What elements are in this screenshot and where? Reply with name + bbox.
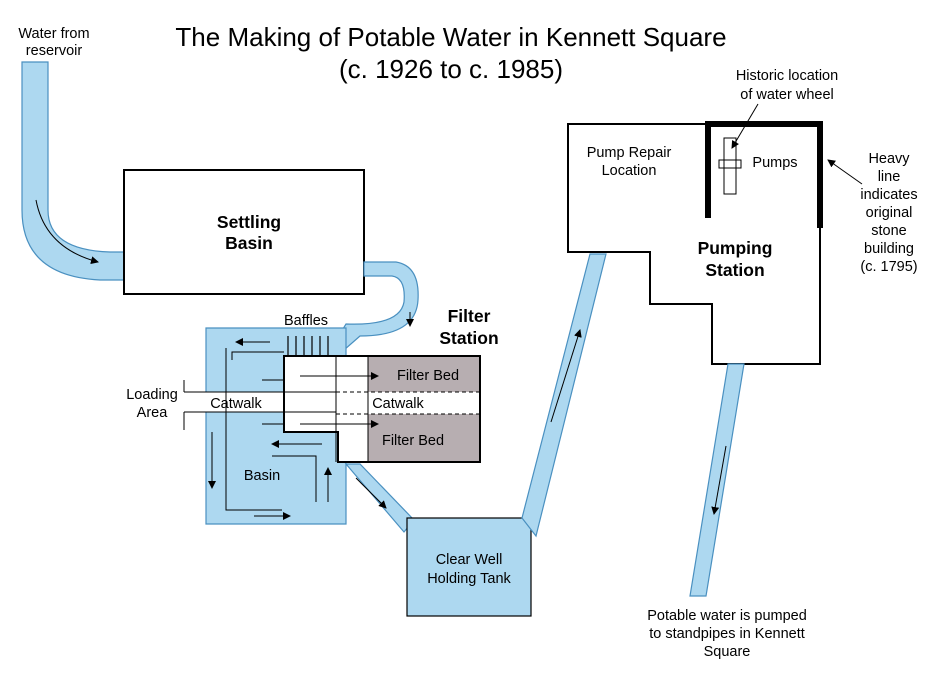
settling-basin-label-2: Basin <box>225 233 273 253</box>
settling-basin-label-1: Settling <box>217 212 281 232</box>
clear-well-tank <box>406 517 532 617</box>
potable-note-3: Square <box>704 644 751 660</box>
inlet-pipe <box>21 61 125 281</box>
heavy-line-note-2: line <box>878 169 901 185</box>
pump-repair-label-1: Pump Repair <box>587 145 672 161</box>
heavy-line-note-6: building <box>864 241 914 257</box>
pump-repair-label-2: Location <box>602 163 657 179</box>
pumping-station-label-2: Station <box>705 260 764 280</box>
filter-to-clearwell-pipe <box>344 463 415 533</box>
historic-location-label-1: Historic location <box>736 68 838 84</box>
loading-area-label-2: Area <box>137 405 169 421</box>
potable-note-1: Potable water is pumped <box>647 608 807 624</box>
baffles-label: Baffles <box>284 313 328 329</box>
diagram-title: The Making of Potable Water in Kennett S… <box>175 22 726 52</box>
heavy-line-pointer <box>827 159 863 185</box>
filter-bed-bottom <box>368 414 479 461</box>
clear-well-label-2: Holding Tank <box>427 571 511 587</box>
clear-well-label-1: Clear Well <box>436 552 503 568</box>
filter-station-label-1: Filter <box>448 306 491 326</box>
loading-area-label-1: Loading <box>126 387 178 403</box>
inlet-flow-arrow <box>35 199 99 265</box>
filter-bed-top-label: Filter Bed <box>397 368 459 384</box>
catwalk-right-label: Catwalk <box>372 396 424 412</box>
heavy-line-note-7: (c. 1795) <box>860 259 917 275</box>
filter-bed-bottom-label: Filter Bed <box>382 433 444 449</box>
catwalk-left-label: Catwalk <box>210 396 262 412</box>
water-from-label: Water from <box>18 26 89 42</box>
heavy-line-note-5: stone <box>871 223 906 239</box>
reservoir-label: reservoir <box>26 43 83 59</box>
basin-label: Basin <box>244 468 280 484</box>
outlet-flow-arrow <box>711 445 727 515</box>
potable-note-2: to standpipes in Kennett <box>649 626 805 642</box>
diagram-subtitle: (c. 1926 to c. 1985) <box>339 54 563 84</box>
historic-location-label-2: of water wheel <box>740 87 834 103</box>
loading-catwalk-gap <box>190 392 286 412</box>
filter-station-label-2: Station <box>439 328 498 348</box>
filter-bed-top <box>368 357 479 392</box>
settling-basin <box>123 169 365 295</box>
outlet-pipe <box>689 363 745 597</box>
pumping-station-label-1: Pumping <box>698 238 773 258</box>
clearwell-to-pump-pipe <box>521 253 607 538</box>
heavy-line-note-3: indicates <box>860 187 917 203</box>
water-wheel-location <box>723 137 737 195</box>
original-stone-building-outline <box>705 121 823 228</box>
heavy-line-note-1: Heavy <box>868 151 910 167</box>
historic-location-pointer <box>731 103 759 149</box>
pumps-label: Pumps <box>752 155 797 171</box>
heavy-line-note-4: original <box>866 205 913 221</box>
